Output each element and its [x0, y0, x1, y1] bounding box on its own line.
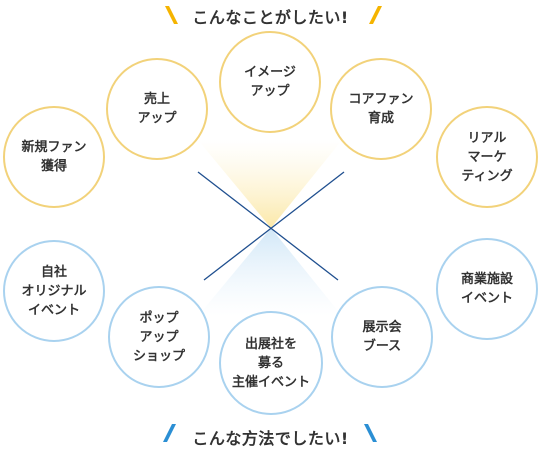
want-new-fans: 新規ファン 獲得: [3, 106, 105, 208]
bottom-glow: [198, 228, 342, 316]
wants-heading: こんなことがしたい!: [192, 8, 349, 27]
bottom-accent-right-icon: [364, 424, 377, 442]
top-accent-right-icon: [369, 6, 382, 24]
top-glow: [198, 140, 342, 228]
bottom-accent-left-icon: [163, 424, 176, 442]
want-image-up: イメージ アップ: [219, 31, 321, 133]
method-popup-shop: ポップ アップ ショップ: [108, 286, 210, 388]
method-exhibition-booth: 展示会 ブース: [331, 286, 433, 388]
top-accent-left-icon: [165, 6, 178, 24]
method-commercial-event: 商業施設 イベント: [436, 238, 538, 340]
cross-line-left: [197, 171, 339, 281]
cross-line-right: [203, 171, 345, 281]
want-sales-up: 売上 アップ: [106, 58, 208, 160]
method-hosted-event: 出展社を 募る 主催イベント: [219, 311, 323, 415]
want-real-marketing: リアル マーケ ティング: [436, 106, 538, 208]
method-own-event: 自社 オリジナル イベント: [3, 240, 105, 342]
methods-heading: こんな方法でしたい!: [192, 429, 349, 448]
want-core-fans: コアファン 育成: [330, 58, 432, 160]
